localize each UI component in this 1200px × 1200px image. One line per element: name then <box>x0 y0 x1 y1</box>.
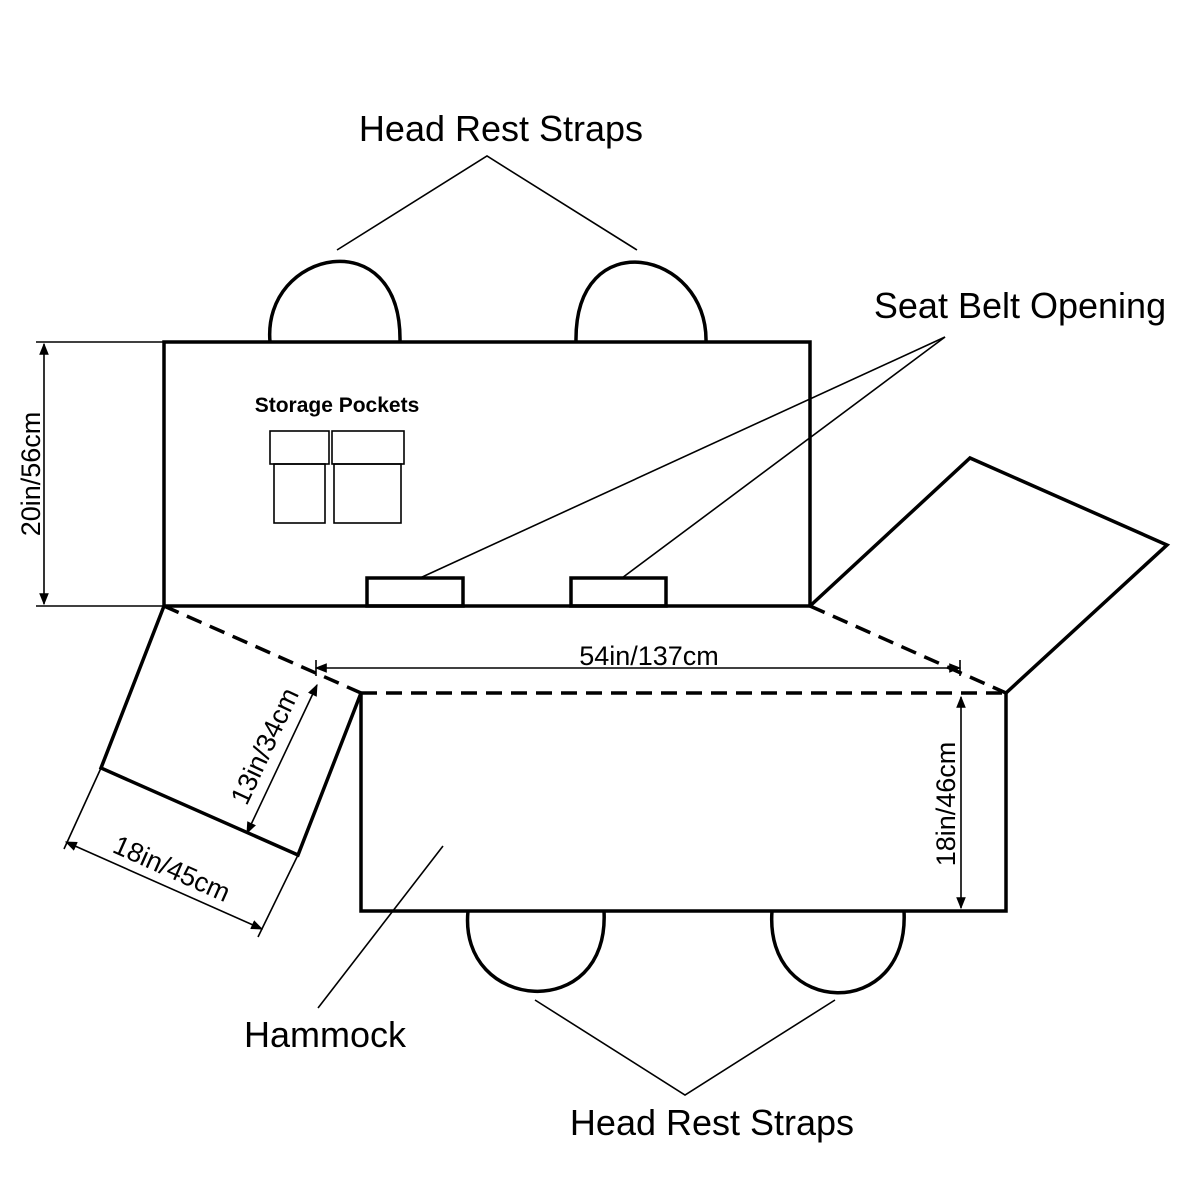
leader-hammock <box>317 845 444 1009</box>
label-hammock: Hammock <box>244 1014 407 1055</box>
label-dim-backrest-height: 20in/56cm <box>16 412 46 537</box>
fold-line-right <box>809 604 1007 695</box>
fold-line-left <box>163 604 362 695</box>
label-headrest-straps-bottom: Head Rest Straps <box>570 1102 854 1143</box>
leader-seatbelt-2 <box>621 336 946 579</box>
label-headrest-straps-top: Head Rest Straps <box>359 108 643 149</box>
side-flap-left <box>98 605 363 858</box>
leader-headrest-bottom <box>534 999 836 1096</box>
leader-headrest-top <box>336 155 638 251</box>
label-storage-pockets: Storage Pockets <box>255 394 420 417</box>
leader-seatbelt-1 <box>419 336 946 579</box>
headrest-strap-bottom-left <box>465 910 606 993</box>
hammock-panel <box>359 693 1008 913</box>
dim-flap-depth-arrow <box>246 683 318 835</box>
headrest-strap-top-left <box>268 259 402 343</box>
headrest-strap-top-right <box>574 260 708 343</box>
headrest-strap-bottom-right <box>770 910 906 995</box>
label-dim-width: 54in/137cm <box>579 641 719 671</box>
side-flap-right <box>808 455 1171 695</box>
seat-belt-opening-right <box>569 576 668 608</box>
storage-pockets <box>269 430 405 524</box>
label-dim-flap-depth: 13in/34cm <box>225 683 305 809</box>
backrest-panel <box>162 340 812 608</box>
label-dim-seat-depth: 18in/46cm <box>931 742 961 867</box>
seat-belt-opening-left <box>365 576 465 608</box>
label-seat-belt-opening: Seat Belt Opening <box>874 285 1166 326</box>
dim-flap-width-arrow <box>64 841 264 930</box>
